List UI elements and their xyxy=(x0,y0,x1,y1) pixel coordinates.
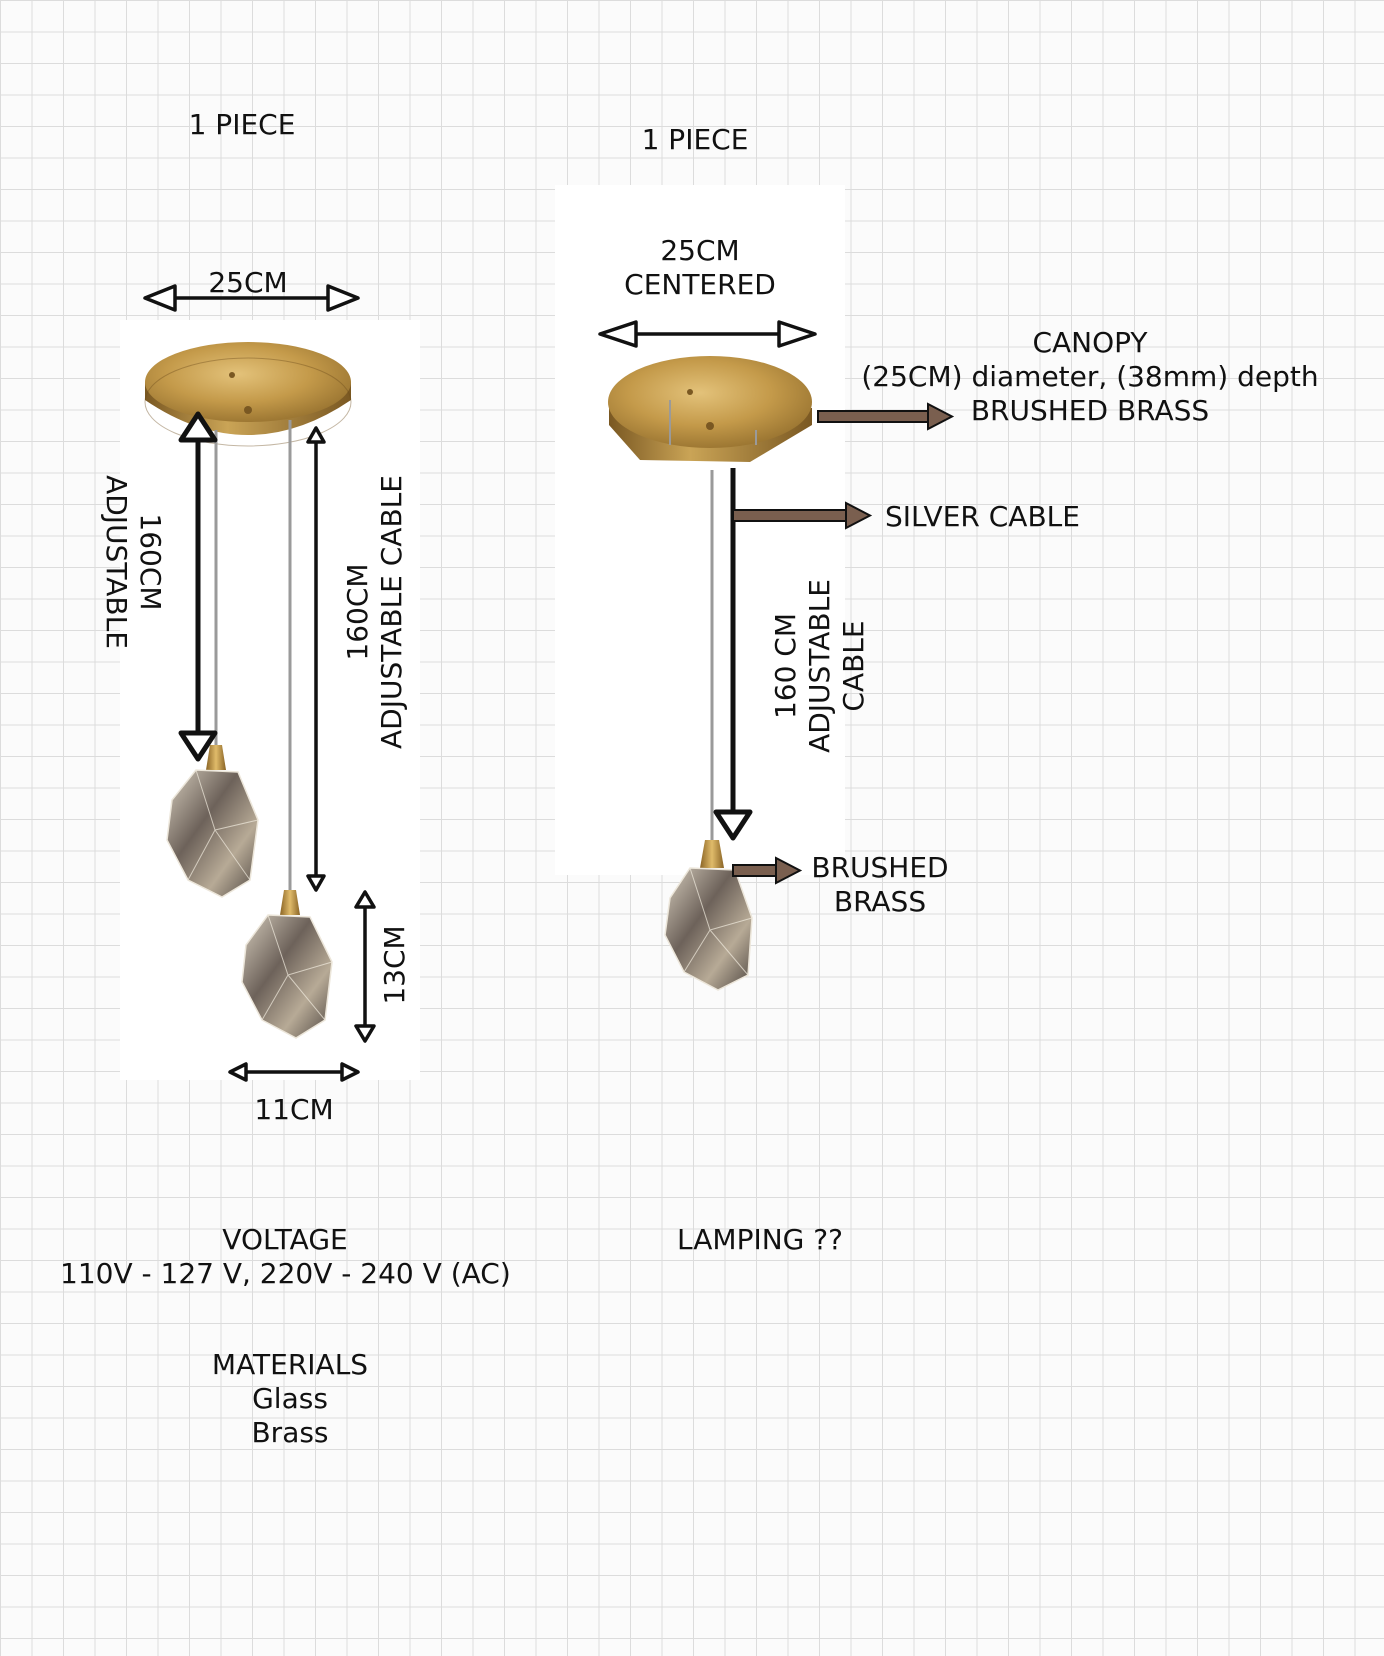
socket-line2: BRASS xyxy=(833,885,927,918)
canopy-callout-arrow xyxy=(817,402,955,431)
right-cable-length-line1: 160 CM xyxy=(769,612,802,720)
right-cable-length-line2: ADJUSTABLE xyxy=(803,579,836,753)
silver-cable-label: SILVER CABLE xyxy=(885,500,1080,533)
canopy-spec: (25CM) diameter, (38mm) depth xyxy=(861,360,1319,393)
socket-label: BRUSHED BRASS xyxy=(800,851,960,919)
right-cable-length-label: 160 CM ADJUSTABLE CABLE xyxy=(769,546,871,786)
canopy-label: CANOPY (25CM) diameter, (38mm) depth BRU… xyxy=(860,326,1320,428)
pendant-height-arrow xyxy=(354,890,376,1043)
pendant-width-label: 11CM xyxy=(254,1093,334,1126)
pendant-height-label: 13CM xyxy=(378,925,411,1005)
canopy-finish: BRUSHED BRASS xyxy=(970,394,1210,427)
left-cable-label-left: 160CM ADJUSTABLE xyxy=(99,462,167,662)
right-cable-length-line3: CABLE xyxy=(837,620,870,712)
right-pendant xyxy=(664,840,753,991)
left-pendant-upper xyxy=(166,745,259,898)
left-canopy xyxy=(144,342,352,447)
voltage-value: 110V - 127 V, 220V - 240 V (AC) xyxy=(60,1257,511,1290)
left-title: 1 PIECE xyxy=(188,108,296,141)
socket-line1: BRUSHED xyxy=(811,851,949,884)
right-cable-length-arrow xyxy=(713,468,753,841)
left-cables xyxy=(214,420,292,890)
materials-block: MATERIALS Glass Brass xyxy=(190,1348,390,1450)
left-cable-left-line2: ADJUSTABLE xyxy=(100,475,133,649)
right-width-label: 25CM CENTERED xyxy=(600,234,800,302)
socket-callout-arrow xyxy=(732,856,803,885)
right-title: 1 PIECE xyxy=(641,123,749,156)
canopy-title: CANOPY xyxy=(1032,326,1148,359)
right-width-arrow xyxy=(598,320,817,348)
materials-title: MATERIALS xyxy=(211,1348,369,1381)
right-canopy xyxy=(608,356,812,462)
left-cable-arrow-right xyxy=(306,426,326,892)
left-width-label: 25CM xyxy=(208,266,288,299)
left-cable-left-line1: 160CM xyxy=(134,513,167,611)
left-cable-right-line1: 160CM xyxy=(341,563,374,661)
left-cable-label-right: 160CM ADJUSTABLE CABLE xyxy=(341,462,409,762)
left-pendant-lower xyxy=(241,890,333,1039)
voltage-title: VOLTAGE xyxy=(222,1223,348,1256)
materials-item-brass: Brass xyxy=(251,1416,329,1449)
right-width-line1: 25CM xyxy=(660,234,740,267)
left-cable-arrow-left xyxy=(178,411,218,762)
materials-item-glass: Glass xyxy=(252,1382,328,1415)
pendant-width-arrow xyxy=(228,1062,360,1082)
left-width-arrow xyxy=(143,284,360,312)
left-cable-right-line2: ADJUSTABLE CABLE xyxy=(375,475,408,749)
lamping-label: LAMPING ?? xyxy=(677,1223,843,1256)
cable-callout-arrow xyxy=(732,501,873,530)
photo-background-right xyxy=(555,185,845,875)
right-width-line2: CENTERED xyxy=(624,268,776,301)
voltage-block: VOLTAGE 110V - 127 V, 220V - 240 V (AC) xyxy=(60,1223,511,1291)
